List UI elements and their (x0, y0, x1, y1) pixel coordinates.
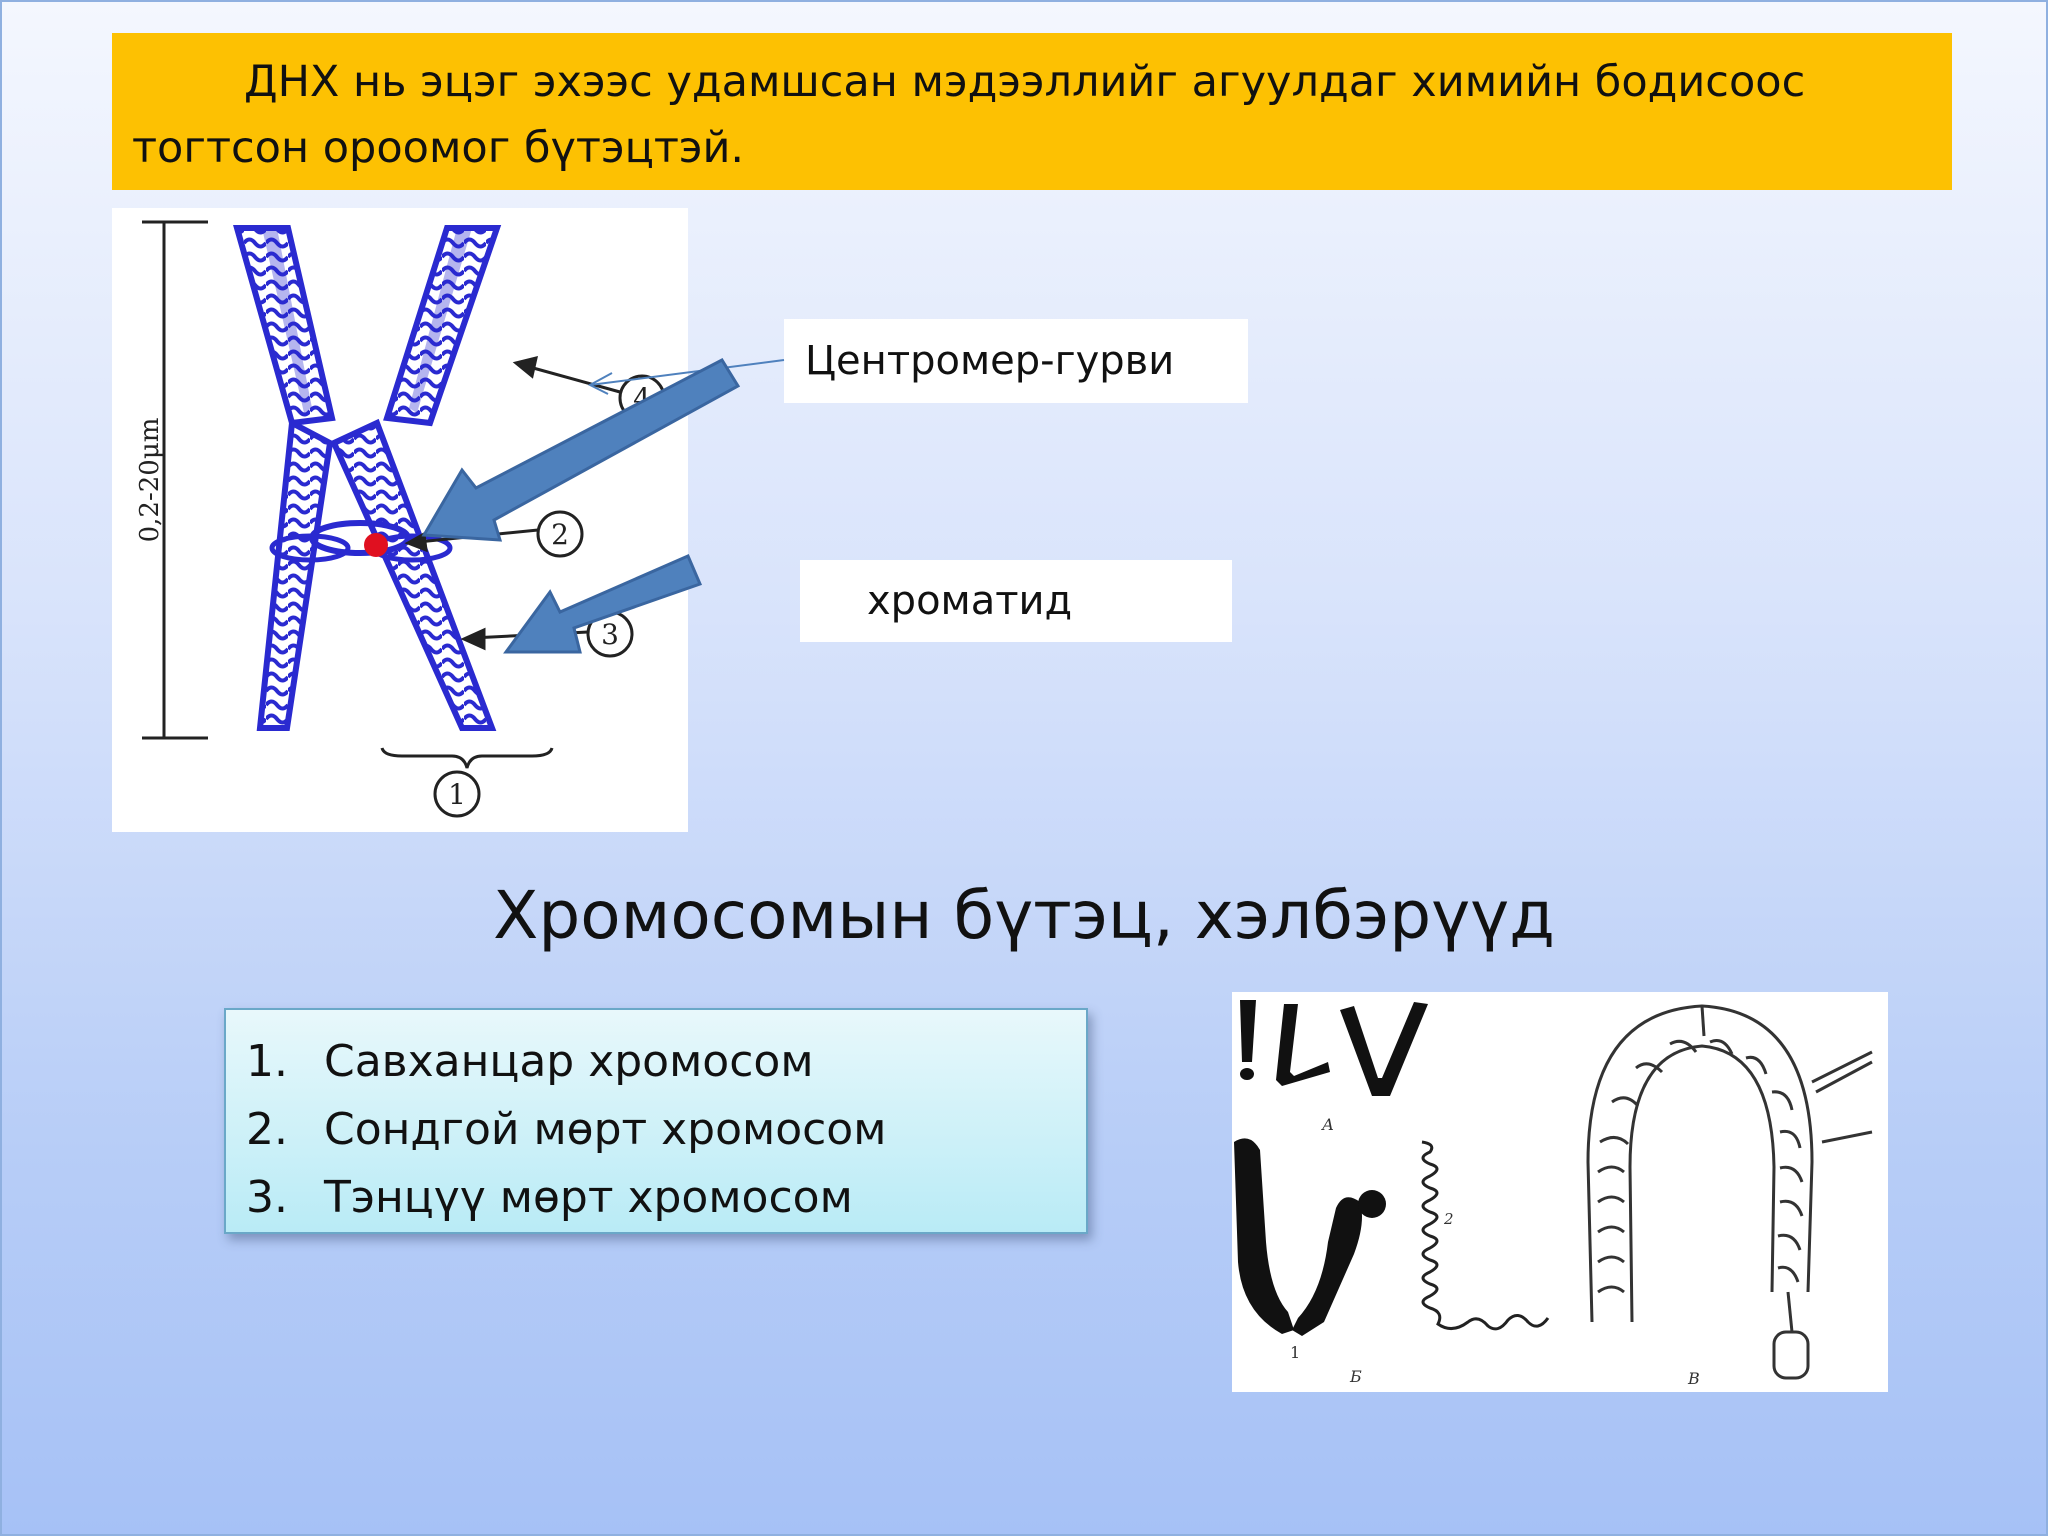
list-item: 1. Савханцар хромосом (246, 1028, 1086, 1096)
chromosome-types-list: 1. Савханцар хромосом 2. Сондгой мөрт хр… (224, 1008, 1088, 1234)
list-item-text: Савханцар хромосом (324, 1036, 814, 1087)
arch-chromosome (1586, 1004, 1873, 1380)
chromatid-label-text: хроматид (867, 578, 1073, 624)
centromere-dot (364, 533, 388, 557)
list-item: 3. Тэнцүү мөрт хромосом (246, 1164, 1086, 1232)
list-item-number: 1. (246, 1036, 288, 1087)
label-2: 2 (1443, 1210, 1454, 1228)
marker-circle-1 (433, 770, 481, 818)
scale-label: 0,2-20μm (135, 418, 165, 543)
centromere-label-text: Центромер-гурви (805, 338, 1175, 384)
list-item-text: Сондгой мөрт хромосом (324, 1104, 887, 1155)
centromere-label: Центромер-гурви (784, 319, 1248, 403)
marker-3: 3 (601, 618, 619, 651)
label-a: А (1321, 1115, 1334, 1134)
chromosome-shapes-drawing: А 1 Б 2 В (1234, 1000, 1873, 1388)
chromatid-bracket (380, 747, 554, 769)
list-item-number: 2. (246, 1104, 288, 1155)
title-banner: ДНХ нь эцэг эхээс удамшсан мэдээллийг аг… (112, 33, 1952, 190)
thin-pointer-line (589, 359, 785, 386)
list-item-number: 3. (246, 1172, 288, 1223)
chromosome-drawing: 0,2-20μm 1 2 3 4 (135, 220, 666, 818)
chromosome-diagram: 0,2-20μm 1 2 3 4 (112, 208, 688, 832)
label-b: Б (1349, 1367, 1362, 1386)
marker-1: 1 (448, 778, 466, 811)
list-item: 2. Сондгой мөрт хромосом (246, 1096, 1086, 1164)
section-heading: Хромосомын бүтэц, хэлбэрүүд (493, 877, 1555, 954)
label-1: 1 (1290, 1343, 1300, 1362)
banner-text: ДНХ нь эцэг эхээс удамшсан мэдээллийг аг… (132, 57, 1806, 173)
submetacentric-chromosome (1234, 1138, 1386, 1336)
chromosome-shapes-figure: А 1 Б 2 В (1232, 992, 1888, 1392)
marker-2: 2 (551, 518, 569, 551)
pointer-4 (525, 364, 621, 394)
label-v: В (1687, 1369, 1700, 1388)
centromere-arrow (421, 358, 741, 542)
coiled-chromonema (1421, 1140, 1550, 1331)
chromatid-arrow (503, 554, 703, 654)
chromatid-label: хроматид (800, 560, 1232, 642)
chromosome-shape-glyphs (1240, 1000, 1428, 1096)
list-item-text: Тэнцүү мөрт хромосом (324, 1172, 853, 1223)
chromatid-arms (233, 225, 502, 731)
marker-circle-2 (536, 510, 584, 558)
